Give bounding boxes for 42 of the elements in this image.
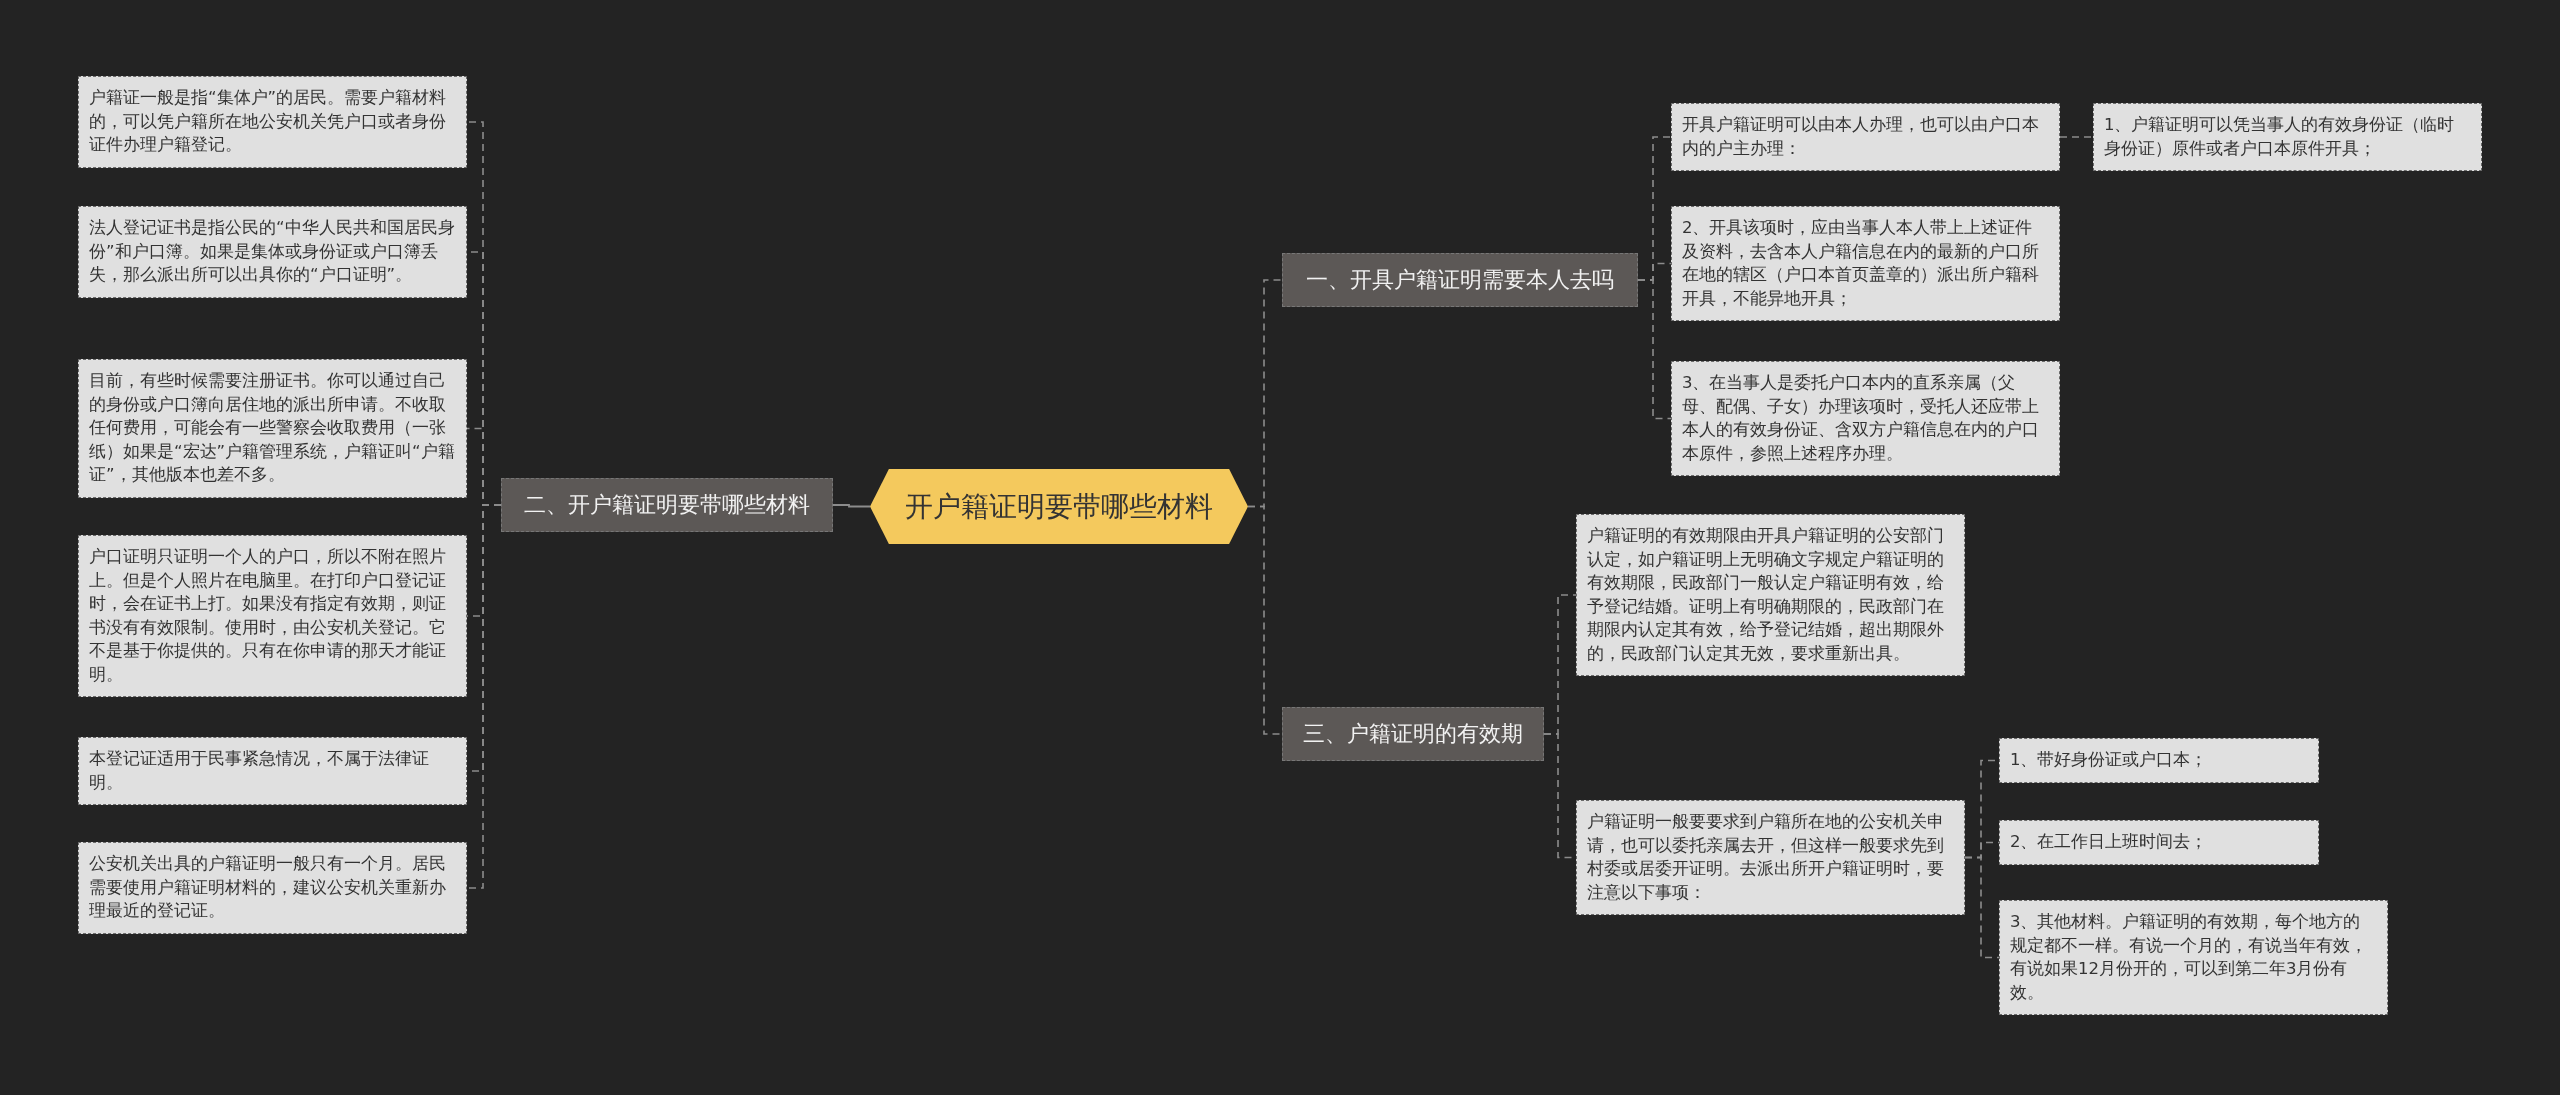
note-card: [78, 206, 467, 298]
topic-text: 一、开具户籍证明需要本人去吗: [1306, 266, 1614, 294]
connector-line: [1964, 856, 2000, 959]
note-text: 本登记证适用于民事紧急情况，不属于法律证明。: [89, 748, 430, 794]
note-card: [78, 359, 467, 498]
note-card: [1671, 103, 2060, 171]
note-text: 户口证明只证明一个人的户口，所以不附在照片上。但是个人照片在电脑里。在打印户口登记证时，会在证书上打。如果没有指定有效期，则证书没有有效限制。使用时，由公安机关登记。它不是基于你提供的。只有在你申请的那天才能证明。: [89, 546, 447, 686]
note-text: 目前，有些时候需要注册证书。你可以通过自己的身份或户口簿向居住地的派出所申请。不收取任何费用，可能会有一些警察会收取费用（一张纸）如果是“宏达”户籍管理系统，户籍证叫“户籍证”，其他版本也差不多。: [89, 370, 456, 486]
note-text: 公安机关出具的户籍证明一般只有一个月。居民需要使用户籍证明材料的，建议公安机关重新办理最近的登记证。: [89, 853, 447, 922]
branch-topic-box: [1282, 707, 1544, 761]
note-card: [78, 737, 467, 805]
note-text: 3、其他材料。户籍证明的有效期，每个地方的规定都不一样。有说一个月的，有说当年有效，有说如果12月份开的，可以到第二年3月份有效。: [2010, 911, 2368, 1004]
note-card: [78, 76, 467, 168]
connector-line: [832, 504, 871, 508]
note-card: [78, 535, 467, 697]
topic-text: 开户籍证明要带哪些材料: [905, 488, 1213, 525]
topic-text: 三、户籍证明的有效期: [1303, 720, 1523, 748]
note-card: [1671, 206, 2060, 321]
note-card: [1576, 514, 1965, 676]
note-text: 1、户籍证明可以凭当事人的有效身份证（临时身份证）原件或者户口本原件开具；: [2104, 114, 2456, 160]
note-text: 法人登记证书是指公民的“中华人民共和国居民身份”和户口簿。如果是集体或身份证或户口簿丢失，那么派出所可以出具你的“户口证明”。: [89, 217, 456, 286]
branch-topic-box: [501, 478, 833, 532]
connector-line: [2059, 136, 2094, 138]
connector-line: [1247, 505, 1283, 735]
note-card: [1999, 820, 2319, 865]
note-card: [78, 842, 467, 934]
note-card: [1999, 900, 2388, 1015]
note-text: 户籍证一般是指“集体户”的居民。需要户籍材料的，可以凭户籍所在地公安机关凭户口或者身份证件办理户籍登记。: [89, 87, 448, 156]
note-text: 户籍证明一般要要求到户籍所在地的公安机关申请，也可以委托亲属去开，但这样一般要求先到村委或居委开证明。去派出所开户籍证明时，要注意以下事项：: [1587, 811, 1945, 904]
note-card: [1576, 800, 1965, 915]
note-card: [2093, 103, 2482, 171]
note-text: 2、在工作日上班时间去；: [2010, 831, 2209, 853]
note-card: [1999, 738, 2319, 783]
note-card: [1671, 361, 2060, 476]
note-text: 户籍证明的有效期限由开具户籍证明的公安部门认定，如户籍证明上无明确文字规定户籍证明的有效期限，民政部门一般认定户籍证明有效，给予登记结婚。证明上有明确期限的，民政部门在期限内认定其有效，给予登记结婚，超出期限外的，民政部门认定其无效，要求重新出具。: [1587, 525, 1945, 665]
branch-topic-box: [1282, 253, 1638, 307]
connector-line: [1637, 279, 1672, 420]
note-text: 2、开具该项时，应由当事人本人带上上述证件及资料，去含本人户籍信息在内的最新的户口所在地的辖区（户口本首页盖章的）派出所户籍科开具，不能异地开具；: [1682, 217, 2040, 310]
note-text: 3、在当事人是委托户口本内的直系亲属（父母、配偶、子女）办理该项时，受托人还应带上本人的有效身份证、含双方户籍信息在内的户口本原件，参照上述程序办理。: [1682, 372, 2040, 465]
note-text: 开具户籍证明可以由本人办理，也可以由户口本内的户主办理：: [1682, 114, 2040, 160]
note-text: 1、带好身份证或户口本；: [2010, 749, 2209, 771]
topic-text: 二、开户籍证明要带哪些材料: [524, 491, 810, 519]
